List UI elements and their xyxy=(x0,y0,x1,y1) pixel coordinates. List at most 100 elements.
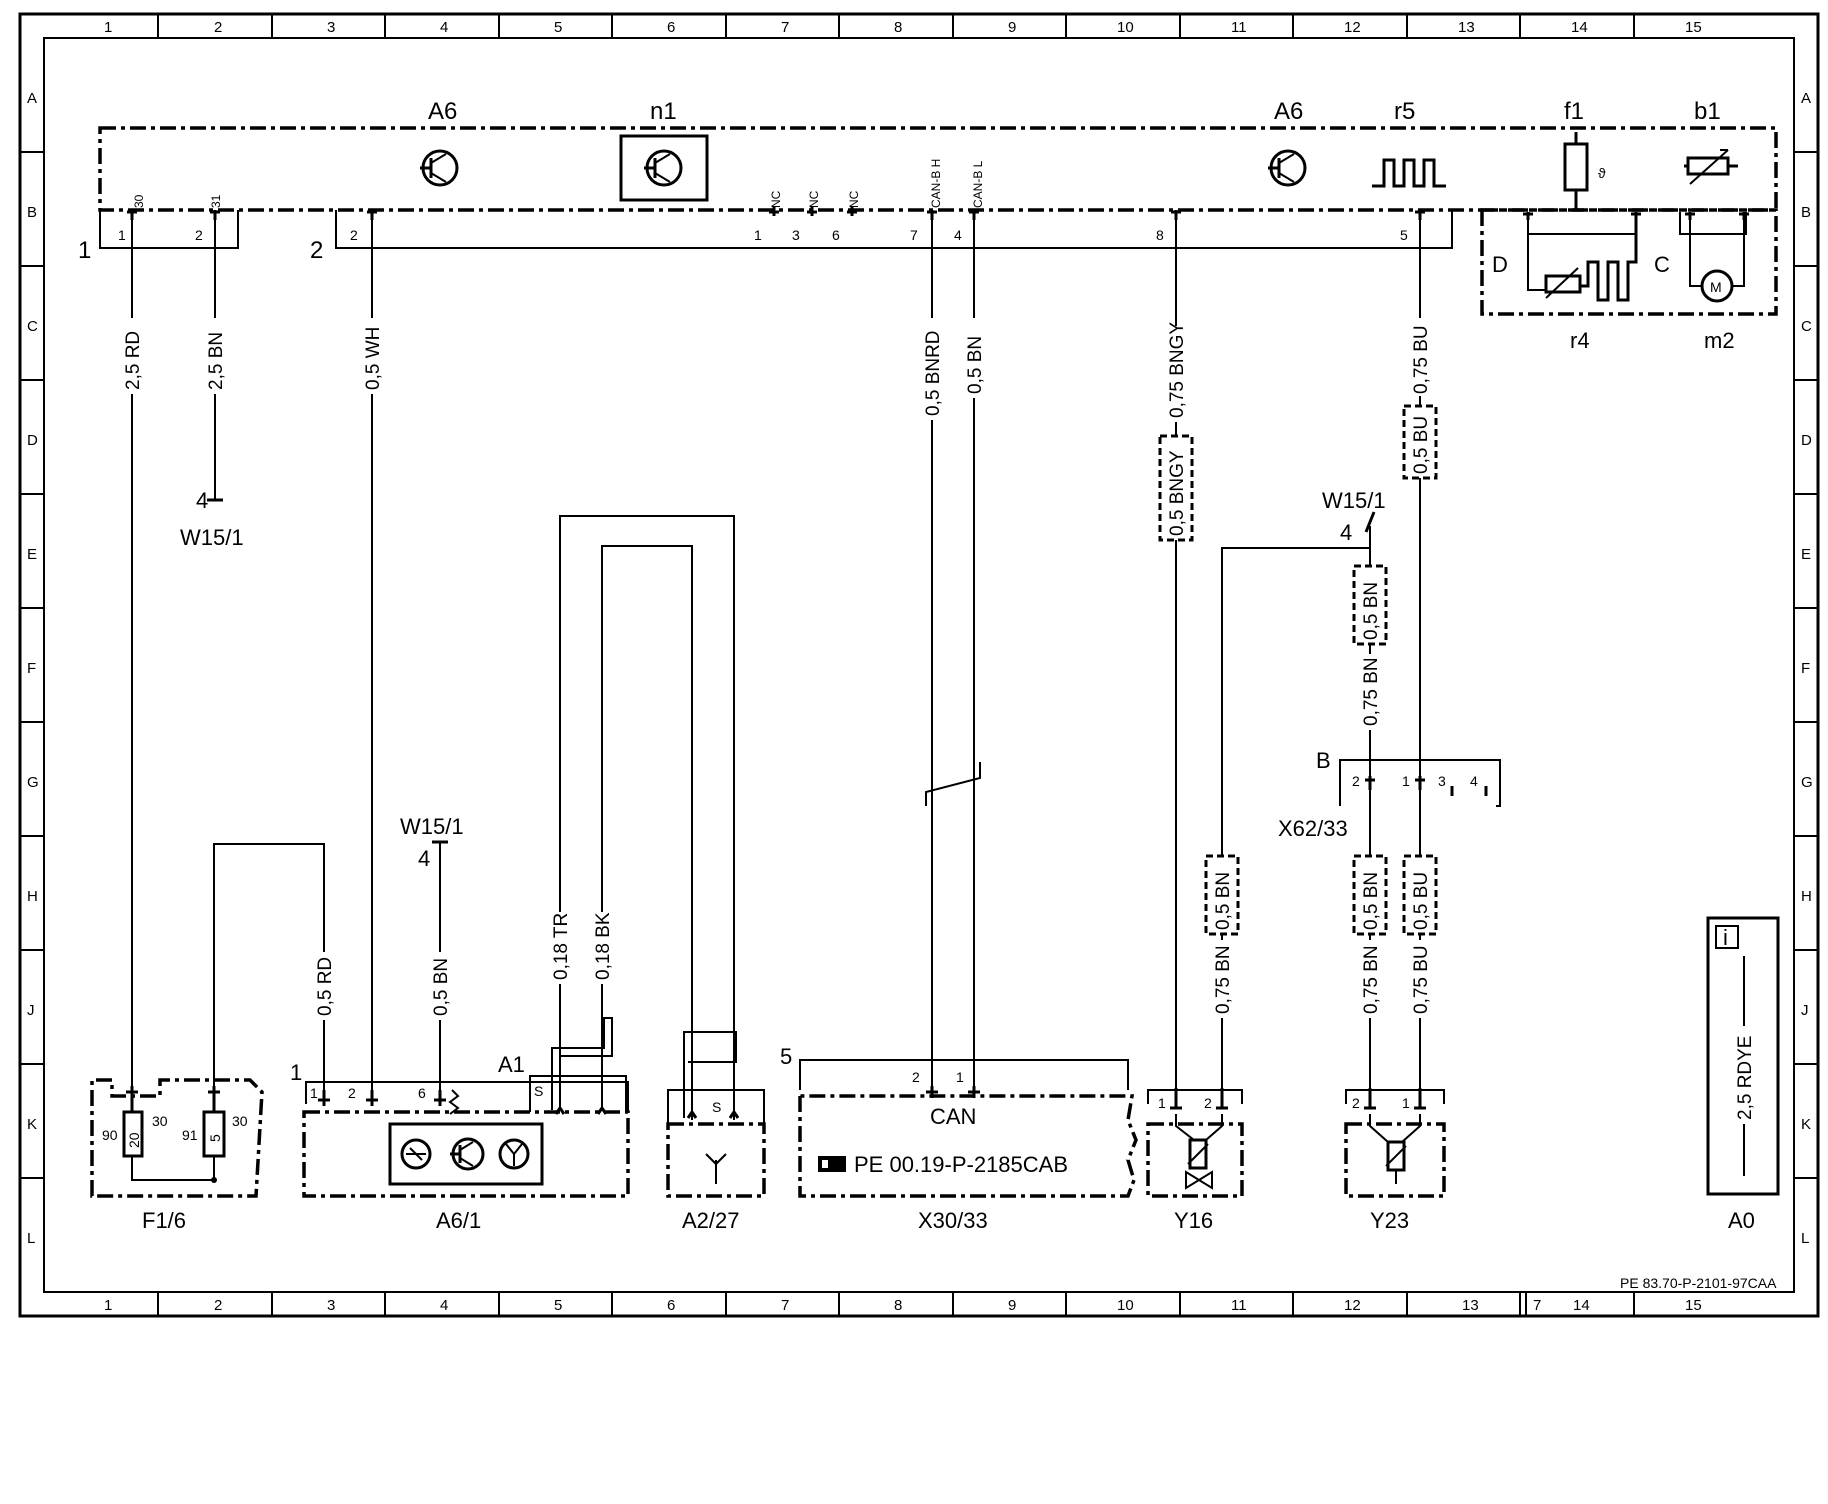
pin-7: 7 xyxy=(910,227,918,243)
f1-6-fuse-box: 90 20 30 91 5 30 F1/6 xyxy=(90,843,325,1233)
wire-0-75-bngy: 0,75 BNGY xyxy=(1167,322,1188,418)
grid-row-b: B xyxy=(27,204,37,221)
grid-col-7: 7 xyxy=(781,19,789,36)
n1-label: n1 xyxy=(650,98,677,125)
grid-col-3-b: 3 xyxy=(327,1297,335,1314)
y23-pin-2: 2 xyxy=(1352,1095,1360,1111)
f1-label: f1 xyxy=(1564,98,1584,125)
grid-col-10: 10 xyxy=(1117,19,1134,36)
pin-can-b-h: CAN-B H xyxy=(929,159,943,208)
pin-4: 4 xyxy=(954,227,962,243)
pin-nc-3: NC xyxy=(847,190,861,208)
y16-pin-2: 2 xyxy=(1204,1095,1212,1111)
wires-y23: 0,5 BN 0,5 BU 0,75 BN 0,75 BU xyxy=(1352,790,1438,1088)
w15-1-pin-b: 4 xyxy=(418,846,430,871)
connector-1-label: 1 xyxy=(78,237,91,264)
x62-pin-3: 3 xyxy=(1438,773,1446,789)
pin-5: 5 xyxy=(1400,227,1408,243)
motor-icon xyxy=(1700,269,1734,303)
grid-col-13: 13 xyxy=(1458,19,1475,36)
x62-pin-1: 1 xyxy=(1402,773,1410,789)
wire-0-75-bn-j1: 0,75 BN xyxy=(1213,945,1234,1014)
solenoid-icon xyxy=(1188,1138,1208,1170)
pin-1: 1 xyxy=(118,227,126,243)
x30-pin-2: 2 xyxy=(912,1069,920,1085)
f1-6-pin-30a: 30 xyxy=(152,1113,168,1129)
footer-reference: PE 83.70-P-2101-97CAA xyxy=(1620,1275,1777,1291)
a0-label: A0 xyxy=(1728,1208,1755,1233)
grid-row-b-r: B xyxy=(1801,204,1811,221)
grid-col-13-b: 13 xyxy=(1462,1297,1479,1314)
grid-col-15: 15 xyxy=(1685,19,1702,36)
wire-0-5-bn-e: 0,5 BN xyxy=(1361,582,1382,640)
wire-0-5-bnrd: 0,5 BNRD xyxy=(923,330,944,416)
frame xyxy=(18,12,1820,1318)
x30-pin-1: 1 xyxy=(956,1069,964,1085)
x62-33-connector: B 2 1 3 4 X62/33 xyxy=(1278,748,1501,841)
a6-1-pin-1-outer: 1 xyxy=(290,1060,302,1085)
pin-stubs xyxy=(127,206,1425,220)
can-label: CAN xyxy=(930,1104,976,1129)
valve-icon xyxy=(1185,1170,1213,1190)
transistor-icon xyxy=(644,149,683,187)
y23-pin-1: 1 xyxy=(1402,1095,1410,1111)
a2-27-pin-s: S xyxy=(712,1099,721,1115)
grid-col-extra-b: 7 xyxy=(1533,1297,1541,1314)
wires-top: 2,5 RD 2,5 BN 4 W15/1 0,5 WH 0,5 BNRD 0,… xyxy=(122,220,1438,1090)
grid-row-h: H xyxy=(27,888,38,905)
grid-col-6-b: 6 xyxy=(667,1297,675,1314)
a6-label-right: A6 xyxy=(1274,98,1303,125)
grid-col-14: 14 xyxy=(1571,19,1588,36)
wire-0-5-rd-group: 0,5 RD xyxy=(314,952,336,1020)
a6-1-label: A6/1 xyxy=(436,1208,481,1233)
reference-hand-icon xyxy=(818,1156,846,1172)
temperature-sensor-icon xyxy=(1684,149,1738,185)
r5-label: r5 xyxy=(1394,98,1415,125)
a2-27-antenna: S A2/27 xyxy=(666,1089,766,1233)
a6-label-left: A6 xyxy=(428,98,457,125)
f1-6-pin-91: 91 xyxy=(182,1127,198,1143)
grid-row-j-r: J xyxy=(1801,1002,1809,1019)
grid-row-l-r: L xyxy=(1801,1230,1809,1247)
a1-label: A1 xyxy=(498,1052,525,1077)
pin-2b: 2 xyxy=(350,227,358,243)
grid-row-g: G xyxy=(27,774,39,791)
w15-1-middle: W15/1 4 0,5 BN xyxy=(400,814,464,1090)
pin-nc-1: NC xyxy=(769,190,783,208)
transistor-icon xyxy=(420,149,459,187)
wire-0-18-tr: 0,18 TR xyxy=(551,913,572,980)
grid-row-h-r: H xyxy=(1801,888,1812,905)
f1-6-pin-90: 90 xyxy=(102,1127,118,1143)
grid-col-10-b: 10 xyxy=(1117,1297,1134,1314)
grid-row-l: L xyxy=(27,1230,35,1247)
wire-0-5-rd: 0,5 RD xyxy=(315,957,336,1016)
w15-1-label-a: W15/1 xyxy=(180,525,244,550)
grid-col-12-b: 12 xyxy=(1344,1297,1361,1314)
grid-col-5-b: 5 xyxy=(554,1297,562,1314)
antenna-icon xyxy=(498,1138,530,1170)
wire-0-5-wh: 0,5 WH xyxy=(363,327,384,390)
grid-col-2: 2 xyxy=(214,19,222,36)
pin-3: 3 xyxy=(792,227,800,243)
grid-row-g-r: G xyxy=(1801,774,1813,791)
wire-0-5-bn-w15: 0,5 BN xyxy=(431,958,452,1016)
r4-m2-subunit: D C M r4 m2 xyxy=(1480,208,1778,353)
wire-0-5-bn-can: 0,5 BN xyxy=(965,336,986,394)
grid-col-1: 1 xyxy=(104,19,112,36)
pin-can-b-l: CAN-B L xyxy=(971,160,985,208)
r4-label: r4 xyxy=(1570,328,1590,353)
grid-col-14-b: 14 xyxy=(1573,1297,1590,1314)
x30-33-pin-5: 5 xyxy=(780,1044,792,1069)
x62-33-label: X62/33 xyxy=(1278,816,1348,841)
fuse-icon xyxy=(202,1110,226,1158)
f1-6-pin-20: 20 xyxy=(126,1132,142,1148)
wire-0-18-bk: 0,18 BK xyxy=(593,912,614,980)
can-reference: PE 00.19-P-2185CAB xyxy=(854,1152,1068,1177)
info-icon: i xyxy=(1723,925,1728,950)
wire-0-5-bu-top: 0,5 BU xyxy=(1411,416,1432,474)
antenna-wires: 0,18 TR 0,18 BK xyxy=(550,515,737,1120)
w15-1-right-branch: W15/1 4 0,5 BN 0,75 BN xyxy=(1221,488,1388,1088)
grid-row-d-r: D xyxy=(1801,432,1812,449)
motor-m-label: M xyxy=(1710,279,1722,295)
